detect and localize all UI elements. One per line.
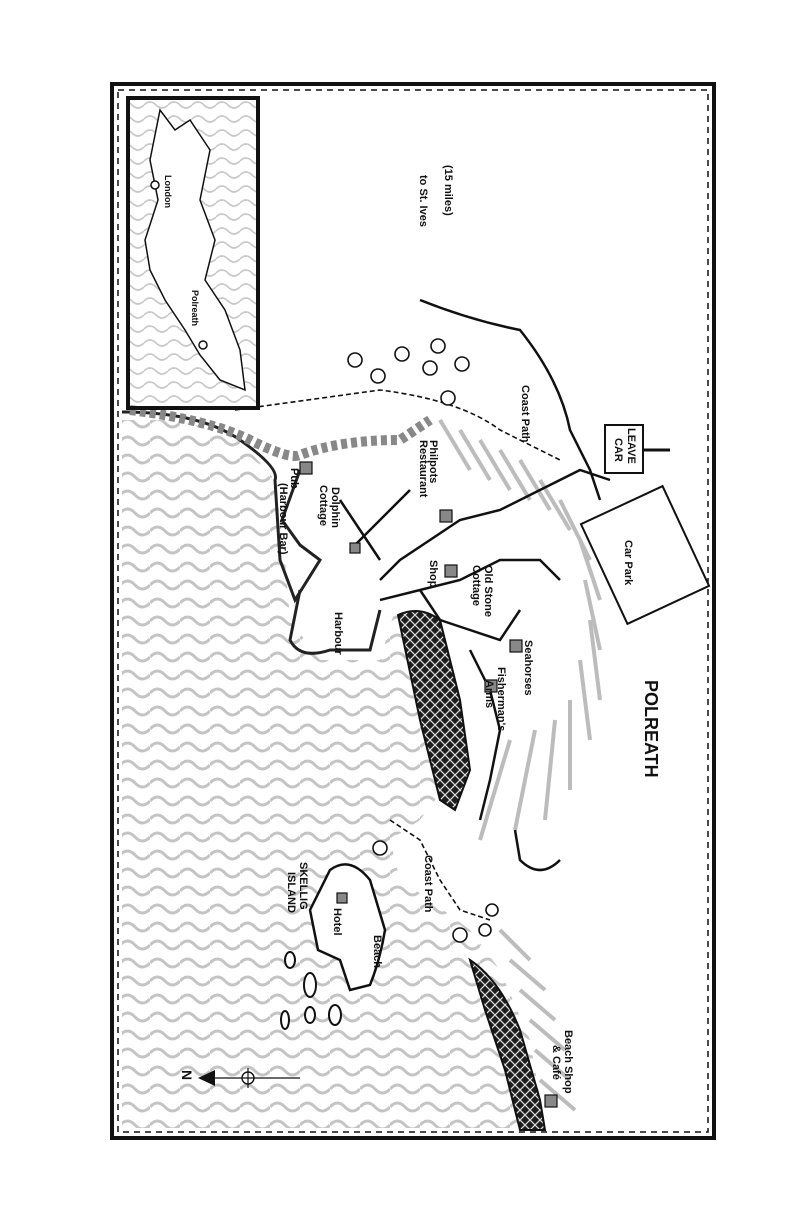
label-polreath: POLREATH — [641, 680, 661, 778]
cliffs — [129, 405, 433, 461]
leave-car-sign — [604, 424, 644, 474]
label-coast-path-2: Coast Path — [422, 855, 434, 913]
label-to-st-ives: to St. Ives — [417, 175, 429, 227]
label-leave: LEAVE — [625, 428, 637, 464]
inset-label-london: London — [163, 175, 173, 208]
label-cottage: Cottage — [317, 485, 329, 526]
dune-rays — [438, 418, 602, 1112]
label-old-stone-cottage: Cottage — [470, 565, 482, 606]
roads — [338, 298, 611, 872]
harbour-wall — [288, 589, 382, 655]
inset-label-polreath: Polreath — [190, 290, 200, 326]
map-frame-dashes — [117, 89, 709, 1133]
label-harbour-bar: (Harbour Bar) — [277, 483, 289, 555]
buildings — [299, 461, 558, 1108]
car-park-box — [579, 484, 711, 626]
lower-beach — [468, 957, 547, 1131]
label-coast-path-1: Coast Path — [519, 385, 531, 443]
label-dolphin: Dolphin — [329, 487, 341, 528]
label-car: CAR — [612, 438, 624, 462]
inset-london-dot — [150, 180, 160, 190]
label-beach-shop: Beach Shop — [562, 1030, 574, 1094]
label-miles: (15 miles) — [442, 165, 454, 216]
label-skellig: SKELLIG — [297, 862, 309, 910]
label-shop: Shop — [427, 560, 439, 588]
label-car-park: Car Park — [622, 540, 634, 586]
label-harbour: Harbour — [332, 612, 344, 656]
label-arms: Arms — [483, 680, 495, 708]
label-pub: Pub — [288, 468, 300, 489]
north-arrow-icon — [198, 1070, 215, 1086]
label-island: ISLAND — [285, 872, 297, 913]
label-hotel: Hotel — [331, 908, 343, 936]
label-fishermans: Fisherman's — [495, 667, 507, 731]
inset-landmass — [144, 108, 246, 392]
label-north: N — [179, 1070, 195, 1080]
label-beach: Beach — [371, 935, 383, 968]
label-restaurant: Restaurant — [417, 440, 429, 498]
trees — [347, 338, 499, 943]
label-seahorses: Seahorses — [522, 640, 534, 696]
rocks — [280, 951, 342, 1030]
label-old-stone: Old Stone — [482, 565, 494, 617]
compass — [198, 1068, 300, 1088]
sea — [122, 420, 545, 1128]
skellig-island — [308, 863, 387, 992]
label-and-cafe: & Café — [550, 1045, 562, 1080]
label-philpots: Philpots — [427, 440, 439, 483]
inset-polreath-dot — [198, 340, 208, 350]
main-beach — [396, 610, 472, 812]
